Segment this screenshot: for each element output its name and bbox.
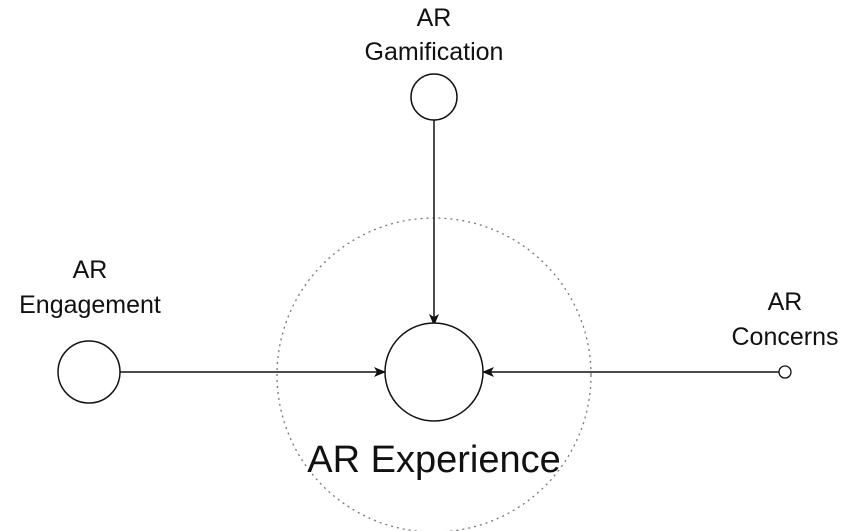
engagement-label-line1: AR: [73, 256, 108, 284]
gamification-label-line2: Gamification: [365, 38, 504, 66]
node-gamification: [410, 73, 458, 121]
node-experience: [384, 322, 484, 422]
engagement-label-line2: Engagement: [19, 291, 161, 319]
concerns-label-line2: Concerns: [732, 323, 839, 351]
node-engagement: [57, 340, 121, 404]
experience-label: AR Experience: [307, 439, 560, 481]
node-concerns: [778, 365, 792, 379]
concerns-label-line1: AR: [768, 288, 803, 316]
gamification-label-line1: AR: [417, 4, 452, 32]
